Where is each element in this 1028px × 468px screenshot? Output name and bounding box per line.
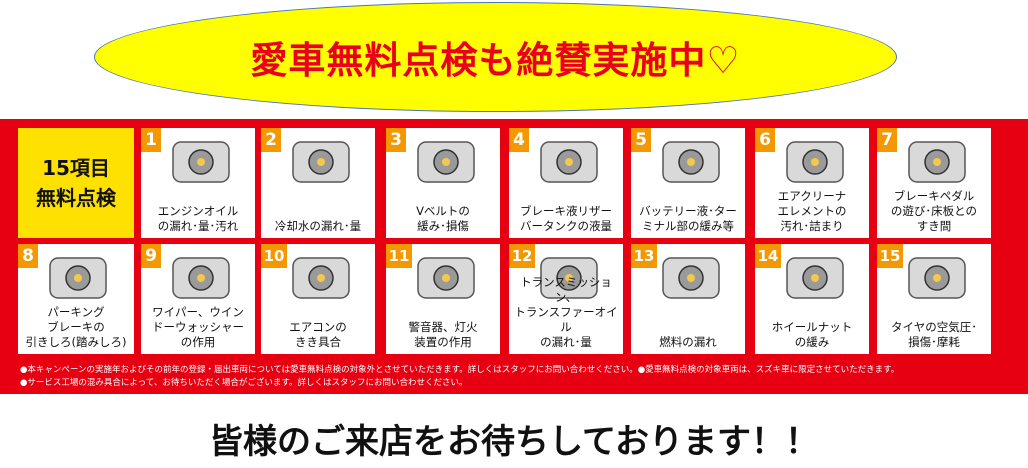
transmission-icon	[519, 250, 619, 310]
item-number-badge: 6	[755, 128, 775, 152]
item-label: ワイパー、ウイン ドーウォッシャー の作用	[152, 305, 244, 349]
belt-icon	[396, 134, 496, 194]
inspection-item-6: 6 エアクリーナ エレメントの 汚れ･詰まり	[755, 128, 869, 238]
note-line-2: ●サービス工場の混み具合によって、お待ちいただく場合がございます。詳しくはスタッ…	[20, 378, 468, 388]
item-number-badge: 3	[386, 128, 406, 152]
item-label: 冷却水の漏れ･量	[274, 219, 362, 233]
item-label: エアクリーナ エレメントの 汚れ･詰まり	[777, 189, 847, 233]
item-number-badge: 1	[141, 128, 161, 152]
item-label: Vベルトの 緩み･損傷	[416, 204, 470, 233]
inspection-item-12: 12 トランスミッション、 トランスファーオイル の漏れ･量	[509, 244, 623, 354]
inspection-item-9: 9 ワイパー、ウイン ドーウォッシャー の作用	[141, 244, 255, 354]
inspection-item-5: 5 バッテリー液･ター ミナル部の緩み等	[631, 128, 745, 238]
item-label: トランスミッション、 トランスファーオイル の漏れ･量	[514, 275, 618, 349]
notes: ●本キャンペーンの実施年およびその前年の登録・届出車両については愛車無料点検の対…	[20, 364, 1020, 390]
item-number-badge: 13	[631, 244, 657, 268]
note-line-1: ●本キャンペーンの実施年およびその前年の登録・届出車両については愛車無料点検の対…	[20, 365, 900, 375]
item-label: 警音器、灯火 装置の作用	[408, 320, 478, 349]
inspection-item-11: 11 警音器、灯火 装置の作用	[386, 244, 500, 354]
inspection-item-14: 14 ホイールナット の緩み	[755, 244, 869, 354]
item-number-badge: 2	[261, 128, 281, 152]
inspection-item-13: 13 燃料の漏れ	[631, 244, 745, 354]
battery-icon	[641, 134, 741, 194]
item-number-badge: 8	[18, 244, 38, 268]
item-number-badge: 7	[877, 128, 897, 152]
wheel-nut-icon	[765, 250, 865, 310]
item-number-badge: 10	[261, 244, 287, 268]
inspection-item-2: 2 冷却水の漏れ･量	[261, 128, 375, 238]
item-label: パーキング ブレーキの 引きしろ(踏みしろ)	[25, 305, 127, 349]
item-number-badge: 14	[755, 244, 781, 268]
parking-brake-icon	[28, 250, 128, 310]
radiator-icon	[271, 134, 371, 194]
item-number-badge: 9	[141, 244, 161, 268]
item-label: 燃料の漏れ	[659, 335, 717, 349]
item-label: タイヤの空気圧･ 損傷･摩耗	[891, 320, 977, 349]
item-number-badge: 4	[509, 128, 529, 152]
dipstick-icon	[151, 134, 251, 194]
panel-title-line1: 15項目	[42, 156, 110, 180]
tire-gauge-icon	[887, 250, 987, 310]
aircon-icon	[271, 250, 371, 310]
inspection-item-1: 1 エンジンオイル の漏れ･量･汚れ	[141, 128, 255, 238]
item-label: ホイールナット の緩み	[771, 320, 853, 349]
inspection-item-10: 10 エアコンの きき具合	[261, 244, 375, 354]
car-lights-icon	[396, 250, 496, 310]
windshield-icon	[151, 250, 251, 310]
footer-message: 皆様のご来店をお待ちしております！！	[209, 422, 819, 462]
item-label: ブレーキ液リザー バータンクの液量	[520, 204, 612, 233]
banner-ellipse	[94, 2, 897, 112]
item-number-badge: 5	[631, 128, 651, 152]
brake-pedal-icon	[887, 134, 987, 194]
item-number-badge: 12	[509, 244, 535, 268]
item-label: バッテリー液･ター ミナル部の緩み等	[639, 204, 737, 233]
inspection-item-8: 8 パーキング ブレーキの 引きしろ(踏みしろ)	[18, 244, 134, 354]
panel-title: 15項目 無料点検	[18, 128, 134, 238]
item-number-badge: 11	[386, 244, 412, 268]
brake-fluid-icon	[519, 134, 619, 194]
item-number-badge: 15	[877, 244, 903, 268]
item-label: ブレーキペダル の遊び･床板との すき間	[890, 189, 978, 233]
inspection-item-4: 4 ブレーキ液リザー バータンクの液量	[509, 128, 623, 238]
panel-title-line2: 無料点検	[36, 186, 116, 210]
item-label: エンジンオイル の漏れ･量･汚れ	[157, 204, 239, 233]
fuel-tank-icon	[641, 250, 741, 310]
item-label: エアコンの きき具合	[289, 320, 347, 349]
banner-title: 愛車無料点検も絶賛実施中♡	[250, 39, 741, 82]
inspection-item-7: 7 ブレーキペダル の遊び･床板との すき間	[877, 128, 991, 238]
inspection-item-15: 15 タイヤの空気圧･ 損傷･摩耗	[877, 244, 991, 354]
air-filter-icon	[765, 134, 865, 194]
